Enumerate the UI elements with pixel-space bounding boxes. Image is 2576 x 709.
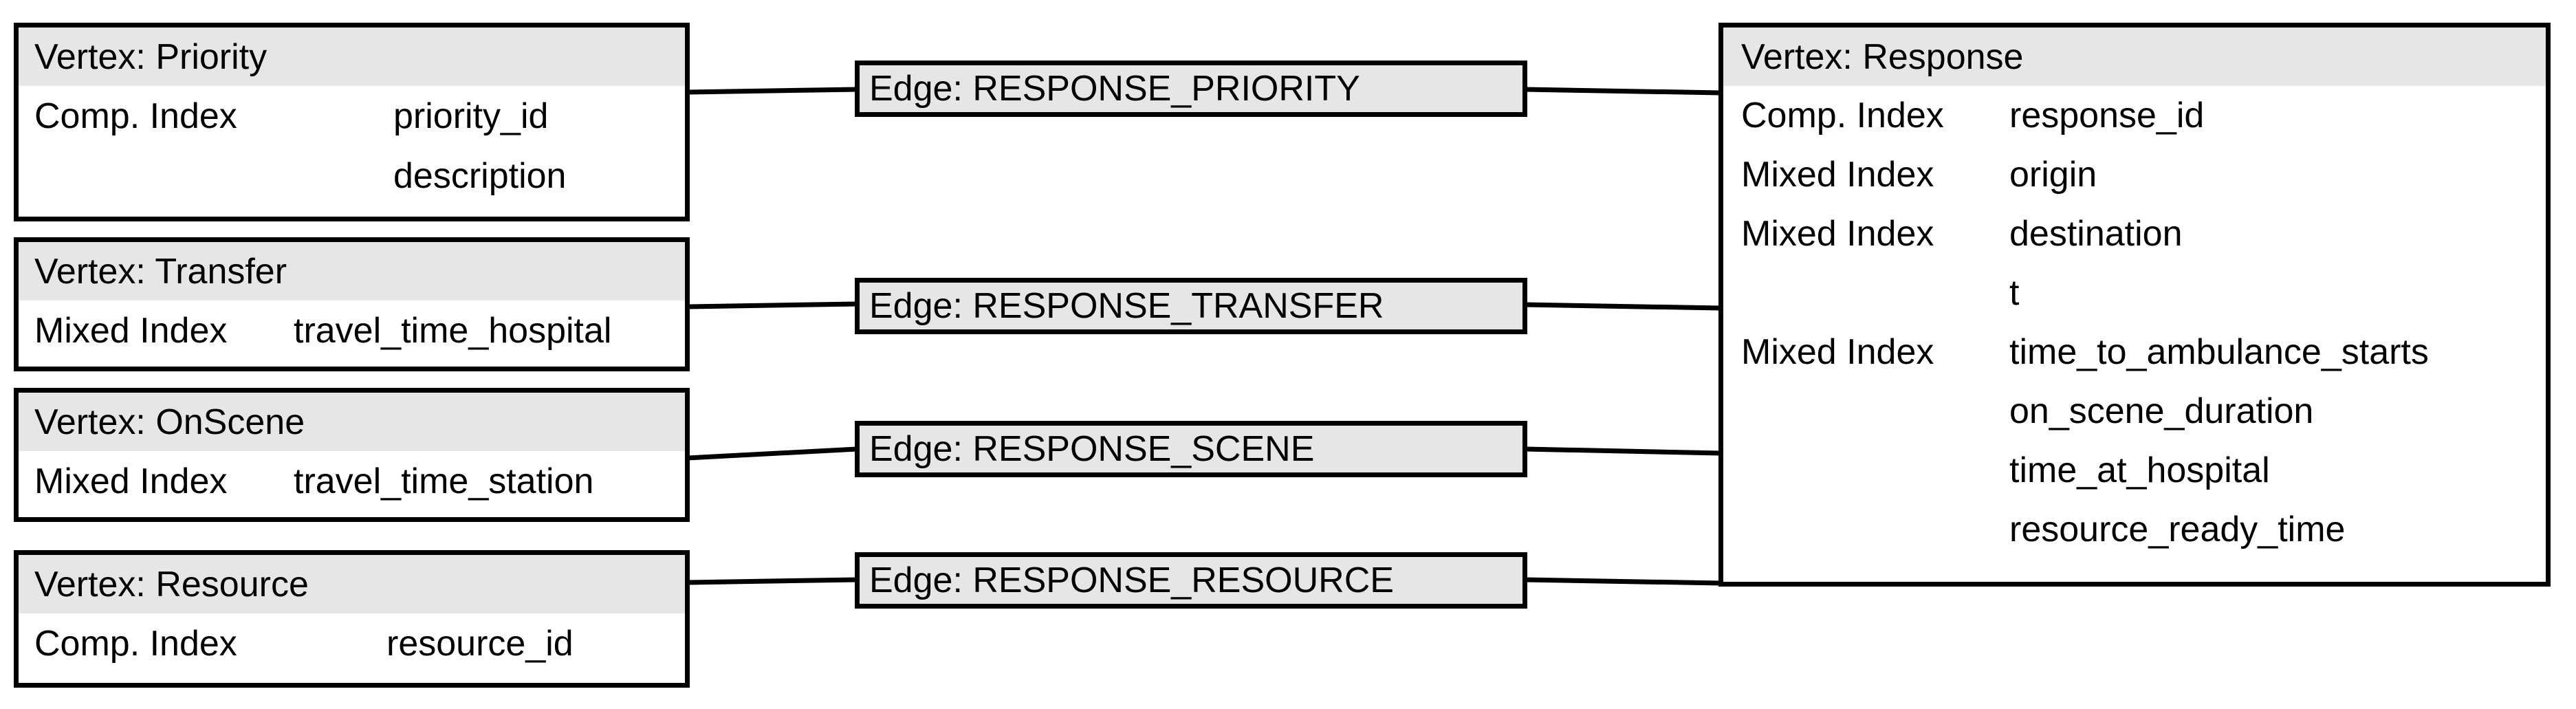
index-type-label: Mixed Index xyxy=(34,461,228,501)
edge-label: Edge: RESPONSE_SCENE xyxy=(869,429,1315,469)
connector-scene-right xyxy=(1525,446,1721,456)
property-name: priority_id xyxy=(393,96,549,136)
table-row: Mixed Index origin xyxy=(1723,145,2546,204)
vertex-priority-title: Vertex: Priority xyxy=(19,28,685,86)
property-name: time_at_hospital xyxy=(2009,450,2270,490)
table-row: Mixed Index destination xyxy=(1723,204,2546,263)
index-type-label: Mixed Index xyxy=(1741,214,1934,254)
vertex-box-response: Vertex: Response Comp. Index response_id… xyxy=(1718,23,2551,587)
connector-transfer-left xyxy=(687,301,858,309)
edge-box-response-resource: Edge: RESPONSE_RESOURCE xyxy=(855,552,1527,609)
property-name: description xyxy=(393,155,567,196)
edge-box-response-transfer: Edge: RESPONSE_TRANSFER xyxy=(855,278,1527,334)
connector-resource-left xyxy=(687,577,858,585)
table-row: t xyxy=(1723,263,2546,323)
edge-box-response-scene: Edge: RESPONSE_SCENE xyxy=(855,421,1527,477)
connector-scene-left xyxy=(687,446,858,461)
edge-label: Edge: RESPONSE_TRANSFER xyxy=(869,286,1384,326)
connector-priority-right xyxy=(1525,87,1721,96)
vertex-box-priority: Vertex: Priority Comp. Index priority_id… xyxy=(14,23,690,221)
property-name: on_scene_duration xyxy=(2009,391,2314,431)
property-name: travel_time_station xyxy=(294,461,594,501)
edge-label: Edge: RESPONSE_RESOURCE xyxy=(869,560,1394,600)
vertex-box-onscene: Vertex: OnScene Mixed Index travel_time_… xyxy=(14,388,690,522)
table-row: resource_ready_time xyxy=(1723,500,2546,559)
vertex-box-transfer: Vertex: Transfer Mixed Index travel_time… xyxy=(14,237,690,371)
connector-transfer-right xyxy=(1525,302,1721,311)
table-row: Comp. Index resource_id xyxy=(19,613,685,673)
property-name: origin xyxy=(2009,155,2097,195)
vertex-resource-title: Vertex: Resource xyxy=(19,555,685,613)
vertex-onscene-title: Vertex: OnScene xyxy=(19,393,685,451)
connector-resource-right xyxy=(1525,577,1721,586)
table-row: Mixed Index travel_time_station xyxy=(19,451,685,511)
table-row: Comp. Index priority_id xyxy=(19,86,685,146)
index-type-label: Mixed Index xyxy=(1741,332,1934,372)
index-type-label: Mixed Index xyxy=(34,310,228,351)
vertex-box-resource: Vertex: Resource Comp. Index resource_id xyxy=(14,550,690,688)
table-row: Mixed Index travel_time_hospital xyxy=(19,301,685,360)
table-row: on_scene_duration xyxy=(1723,382,2546,441)
table-row: time_at_hospital xyxy=(1723,441,2546,500)
edge-label: Edge: RESPONSE_PRIORITY xyxy=(869,69,1360,109)
property-name: t xyxy=(2009,273,2020,313)
property-name: destination xyxy=(2009,214,2183,254)
edge-box-response-priority: Edge: RESPONSE_PRIORITY xyxy=(855,61,1527,117)
property-name: travel_time_hospital xyxy=(294,310,612,351)
vertex-transfer-title: Vertex: Transfer xyxy=(19,242,685,301)
index-type-label: Comp. Index xyxy=(34,96,237,136)
property-name: response_id xyxy=(2009,96,2205,135)
property-name: time_to_ambulance_starts xyxy=(2009,332,2429,372)
vertex-response-title: Vertex: Response xyxy=(1723,28,2546,86)
table-row: description xyxy=(19,146,685,206)
index-type-label: Comp. Index xyxy=(1741,96,1944,135)
property-name: resource_id xyxy=(386,623,574,664)
index-type-label: Comp. Index xyxy=(34,623,237,664)
property-name: resource_ready_time xyxy=(2009,510,2346,549)
index-type-label: Mixed Index xyxy=(1741,155,1934,195)
connector-priority-left xyxy=(687,87,858,95)
table-row: Comp. Index response_id xyxy=(1723,86,2546,145)
table-row: Mixed Index time_to_ambulance_starts xyxy=(1723,323,2546,382)
